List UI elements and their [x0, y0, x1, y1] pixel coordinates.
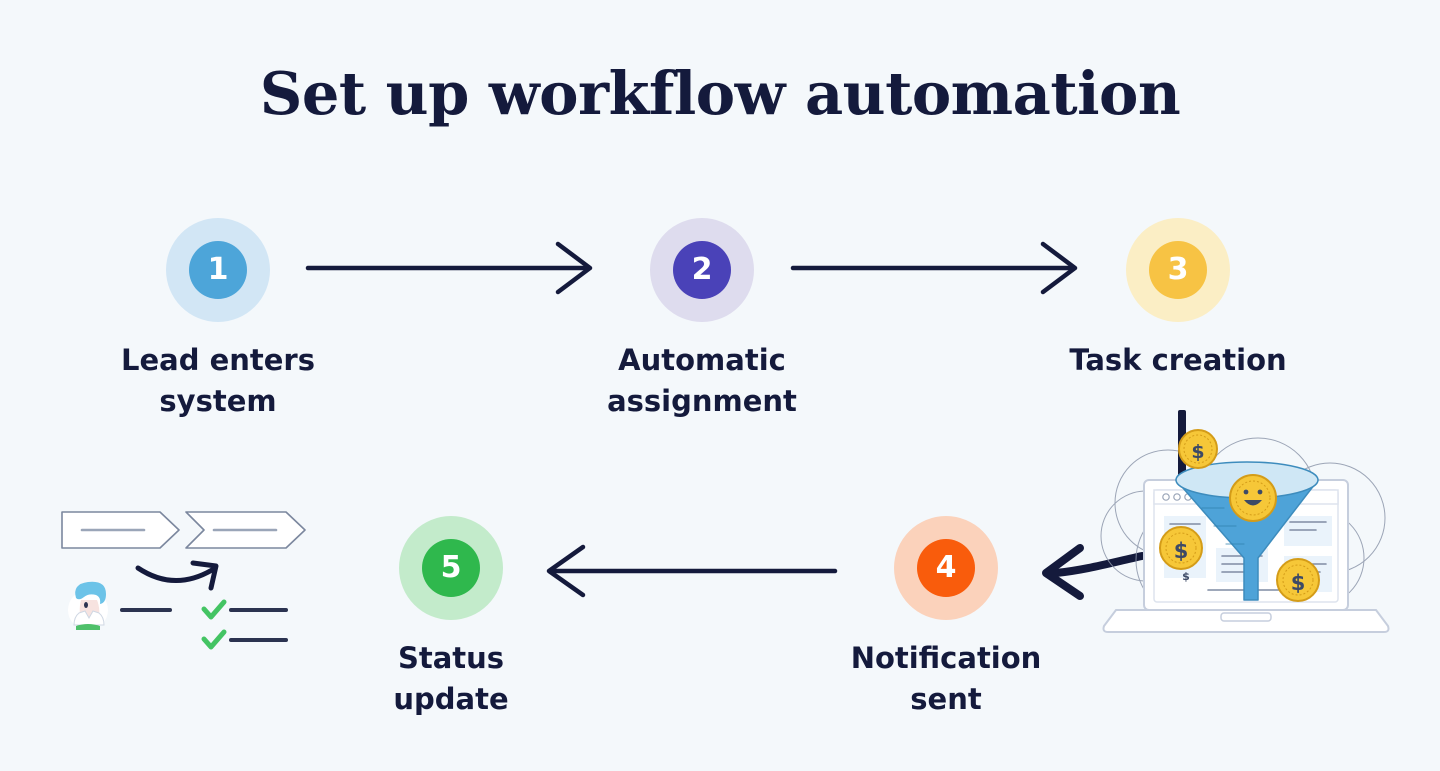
step-3-number: 3	[1167, 252, 1189, 287]
step-node-notification-sent[interactable]: 4 Notification sent	[836, 516, 1056, 720]
step-node-status-update[interactable]: 5 Status update	[341, 516, 561, 720]
step-1-halo: 1	[166, 218, 270, 322]
step-2-disc: 2	[673, 241, 731, 299]
step-1-number: 1	[207, 252, 229, 287]
check-icon-2	[201, 629, 227, 650]
lead-assignment-illustration	[61, 511, 306, 650]
arrow-illustration-to-step4	[1042, 544, 1146, 600]
step-1-disc: 1	[189, 241, 247, 299]
svg-text:$: $	[1182, 570, 1190, 583]
avatar	[68, 581, 108, 630]
dollar-coin-icon-2: $ $	[1159, 526, 1203, 583]
check-icon-1	[201, 599, 227, 620]
step-node-automatic-assignment[interactable]: 2 Automatic assignment	[592, 218, 812, 422]
curved-arrow-icon	[135, 560, 219, 591]
step-5-label: Status update	[393, 641, 509, 717]
step-5-number: 5	[440, 550, 462, 585]
arrow-step4-to-step5	[546, 544, 838, 598]
step-3-label: Task creation	[1069, 343, 1287, 377]
step-1-label: Lead enters system	[121, 343, 315, 419]
dollar-coin-icon-3: $	[1276, 558, 1320, 602]
svg-text:$: $	[1174, 539, 1189, 563]
step-5-halo: 5	[399, 516, 503, 620]
arrow-step1-to-step2	[305, 241, 593, 295]
step-2-halo: 2	[650, 218, 754, 322]
step-2-number: 2	[691, 252, 713, 287]
step-4-label: Notification sent	[850, 641, 1042, 717]
dollar-coin-icon-1: $	[1178, 429, 1218, 469]
svg-text:$: $	[1291, 571, 1306, 595]
page-title: Set up workflow automation	[259, 59, 1181, 128]
step-3-disc: 3	[1149, 241, 1207, 299]
step-4-disc: 4	[917, 539, 975, 597]
step-5-disc: 5	[422, 539, 480, 597]
svg-text:$: $	[1191, 441, 1204, 463]
step-4-number: 4	[935, 550, 957, 585]
step-2-label: Automatic assignment	[607, 343, 797, 419]
arrow-step2-to-step3	[790, 241, 1078, 295]
step-4-halo: 4	[894, 516, 998, 620]
step-node-task-creation[interactable]: 3 Task creation	[1068, 218, 1288, 381]
step-node-lead-enters-system[interactable]: 1 Lead enters system	[108, 218, 328, 422]
smiley-coin-icon	[1229, 474, 1277, 522]
step-3-halo: 3	[1126, 218, 1230, 322]
sales-funnel-laptop-illustration: $ $ $ $	[1100, 410, 1390, 633]
task-line-group	[120, 608, 288, 642]
